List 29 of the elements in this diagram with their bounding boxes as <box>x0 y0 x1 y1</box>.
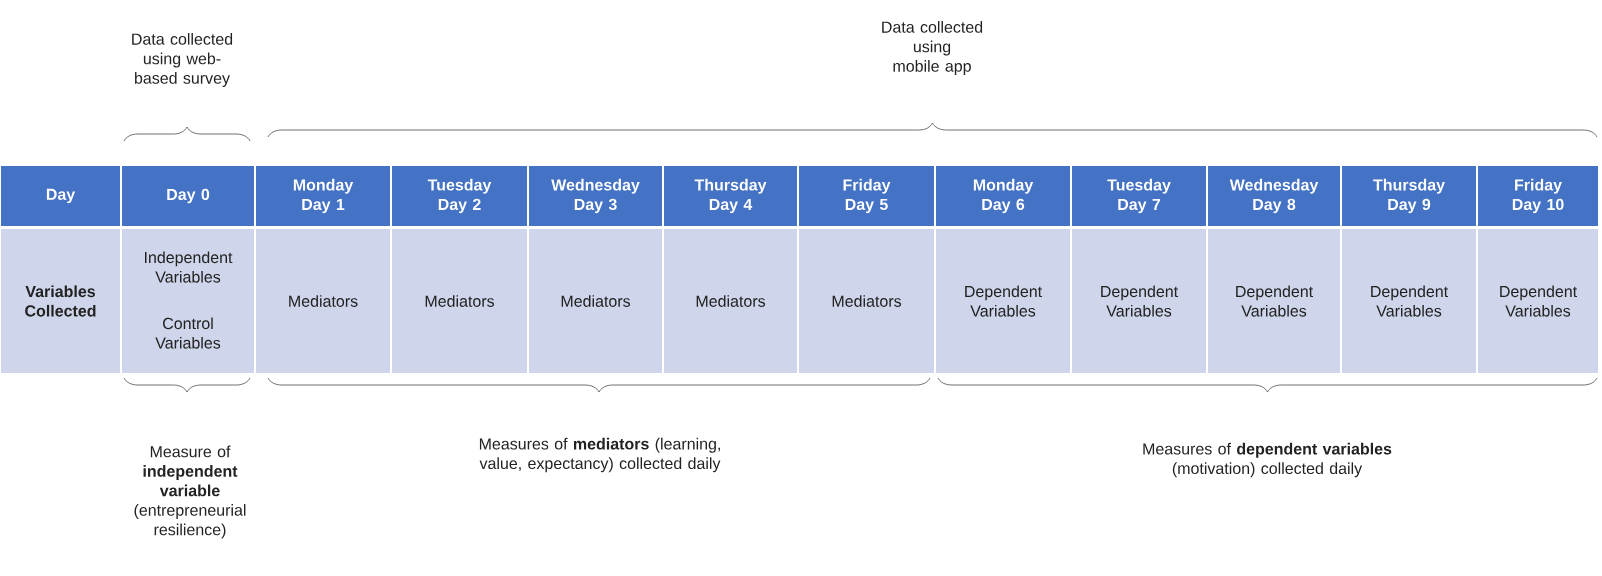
table-cell: Dependent Variables <box>1478 229 1598 373</box>
table-cell: Independent Variables Control Variables <box>122 229 254 373</box>
table-cell: Mediators <box>664 229 797 373</box>
table-header-cell: Day 0 <box>122 166 254 226</box>
table-header-cell: Thursday Day 4 <box>664 166 797 226</box>
table-header-cell: Thursday Day 9 <box>1342 166 1476 226</box>
table-cell: Mediators <box>529 229 662 373</box>
table-cell: Dependent Variables <box>1072 229 1206 373</box>
table-cell: Dependent Variables <box>1342 229 1476 373</box>
annotation-text: Measure of independent variable (entrepreneurial resilience) <box>134 445 246 539</box>
table-header-cell: Monday Day 1 <box>256 166 390 226</box>
table-header-cell: Wednesday Day 8 <box>1208 166 1340 226</box>
table-header-cell: Friday Day 10 <box>1478 166 1598 226</box>
table-cell: Mediators <box>799 229 934 373</box>
annotation-text: Measures of mediators (learning, value, expectancy) collected daily <box>479 437 721 473</box>
table-cell: Variables Collected <box>1 229 120 373</box>
table-header-cell: Monday Day 6 <box>936 166 1070 226</box>
table-cell: Mediators <box>392 229 527 373</box>
annotation-text: Data collected using web-based survey <box>132 33 233 87</box>
annotation-text: Data collected using mobile app <box>882 21 983 75</box>
table-cell: Dependent Variables <box>936 229 1070 373</box>
table-header-cell: Wednesday Day 3 <box>529 166 662 226</box>
table-header-cell: Day <box>1 166 120 226</box>
table-header-cell: Tuesday Day 2 <box>392 166 527 226</box>
table-cell: Dependent Variables <box>1208 229 1340 373</box>
annotation-text: Measures of dependent variables (motivation) collected daily <box>1143 442 1392 478</box>
table-header-cell: Tuesday Day 7 <box>1072 166 1206 226</box>
table-cell: Mediators <box>256 229 390 373</box>
table-header-cell: Friday Day 5 <box>799 166 934 226</box>
